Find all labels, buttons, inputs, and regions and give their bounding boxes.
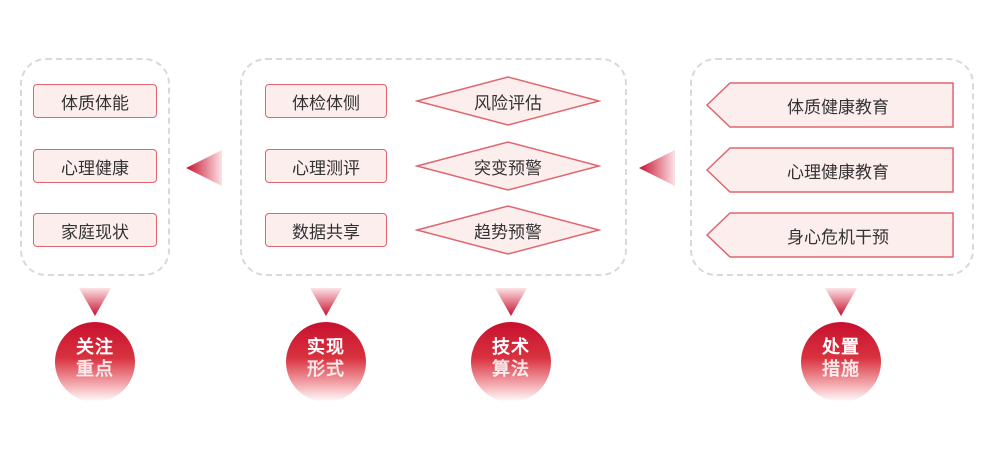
measure-mental-education: 心理健康教育 bbox=[706, 147, 954, 193]
focus-item-physique: 体质体能 bbox=[33, 84, 157, 118]
label-disposal-measures: 处置 措施 bbox=[801, 322, 881, 402]
label-line1: 实现 bbox=[307, 337, 345, 358]
left-arrow-icon bbox=[186, 150, 222, 190]
label-line2: 形式 bbox=[307, 359, 345, 380]
form-item-data-sharing: 数据共享 bbox=[265, 213, 387, 247]
label-focus-points: 关注 重点 bbox=[55, 322, 135, 402]
down-arrow-icon bbox=[825, 288, 857, 320]
left-arrow-icon bbox=[639, 150, 675, 190]
label-line1: 技术 bbox=[492, 337, 530, 358]
label-line1: 处置 bbox=[822, 337, 860, 358]
down-arrow-icon bbox=[495, 288, 527, 320]
focus-item-mental-health: 心理健康 bbox=[33, 149, 157, 183]
down-arrow-icon bbox=[310, 288, 342, 320]
measures-panel bbox=[690, 58, 974, 276]
label-line2: 措施 bbox=[822, 359, 860, 380]
down-arrow-icon bbox=[79, 288, 111, 320]
label-line2: 算法 bbox=[492, 359, 530, 380]
measure-crisis-intervention: 身心危机干预 bbox=[706, 212, 954, 258]
method-panel bbox=[240, 58, 627, 276]
label-implementation-form: 实现 形式 bbox=[286, 322, 366, 402]
focus-panel bbox=[20, 58, 170, 276]
algorithm-sudden-change-alert: 突变预警 bbox=[415, 140, 601, 192]
measure-physical-education: 体质健康教育 bbox=[706, 82, 954, 128]
focus-item-family: 家庭现状 bbox=[33, 213, 157, 247]
label-technical-algorithm: 技术 算法 bbox=[471, 322, 551, 402]
label-line1: 关注 bbox=[76, 337, 114, 358]
form-item-assessment: 心理测评 bbox=[265, 149, 387, 183]
algorithm-risk-assessment: 风险评估 bbox=[415, 75, 601, 127]
label-line2: 重点 bbox=[76, 359, 114, 380]
form-item-checkup: 体检体侧 bbox=[265, 84, 387, 118]
algorithm-trend-alert: 趋势预警 bbox=[415, 204, 601, 256]
